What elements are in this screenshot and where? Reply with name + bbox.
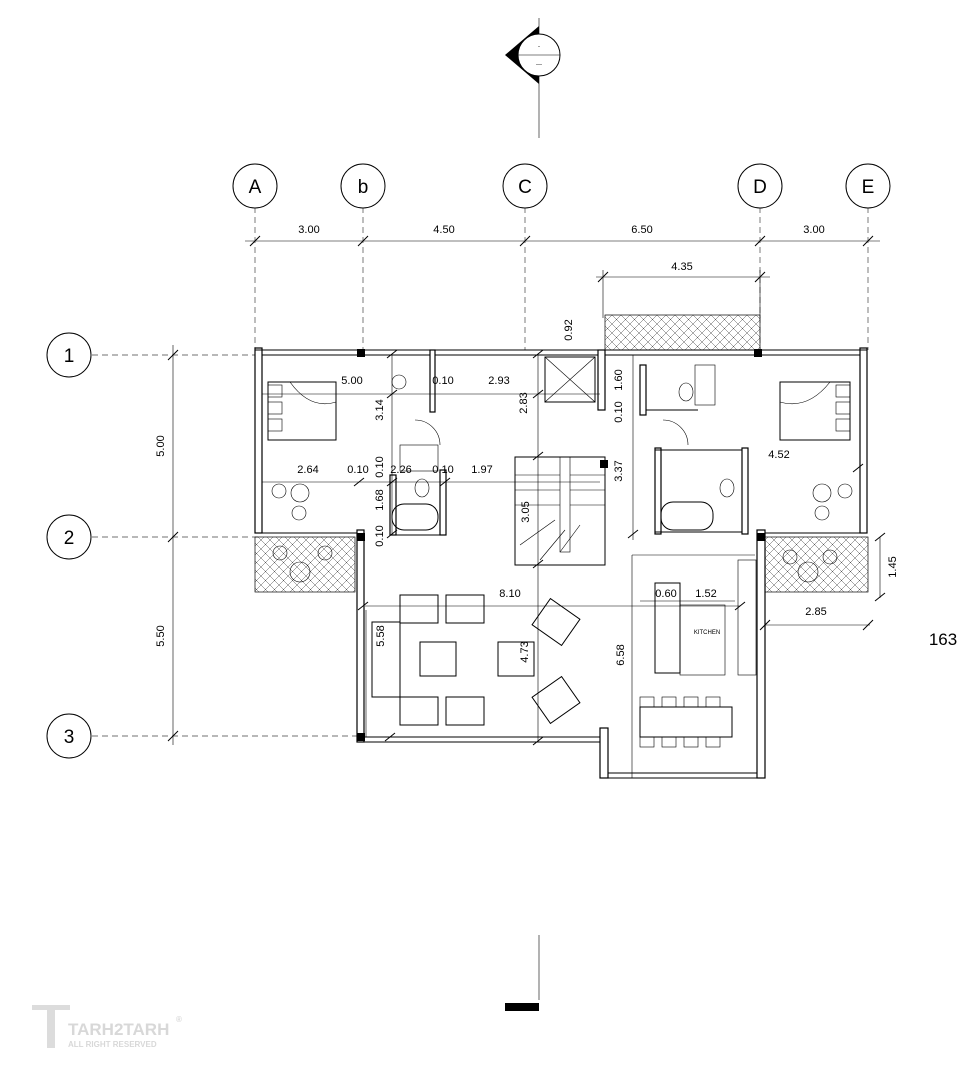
watermark-rights: ALL RIGHT RESERVED [68, 1040, 157, 1049]
column-grid-bubbles: A b C D E [232, 163, 891, 209]
left-dimension-chain: 5.00 5.50 [155, 345, 179, 745]
dimension-1-45: 1.45 [887, 556, 899, 577]
dimension-2-64: 2.64 [297, 464, 318, 476]
dimension-4-73: 4.73 [519, 641, 531, 662]
row-grid-bubbles: 1 2 3 [46, 332, 92, 759]
section-mark-bottom [505, 935, 540, 1011]
row-grid-lines [92, 354, 362, 737]
dimension-6-58: 6.58 [615, 644, 627, 665]
grid-label-c: C [518, 177, 532, 198]
grid-bubble-c: C [502, 163, 548, 209]
watermark-logo: TARH2TARH ® ALL RIGHT RESERVED [32, 1005, 182, 1049]
grid-bubble-1: 1 [46, 332, 92, 378]
dimension-1-52: 1.52 [695, 588, 716, 600]
grid-label-1: 1 [64, 346, 75, 367]
dimension-3-14: 3.14 [374, 399, 386, 420]
column-grid-lines [254, 207, 869, 350]
dimension-0-10-c: 0.10 [347, 464, 368, 476]
furniture [267, 364, 853, 778]
grid-label-d: D [753, 177, 767, 198]
watermark-brand: TARH2TARH [68, 1020, 169, 1039]
kitchen-label: KITCHEN [694, 630, 720, 636]
dimension-top-de: 3.00 [803, 224, 824, 236]
dimension-0-10-a: 0.10 [432, 375, 453, 387]
dimension-0-92: 0.92 [563, 319, 575, 340]
dimension-4-35: 4.35 [596, 261, 770, 318]
dimension-left-1-2: 5.00 [155, 435, 167, 456]
grid-bubble-2: 2 [46, 514, 92, 560]
dimension-5-00: 5.00 [341, 375, 362, 387]
dimension-1-97: 1.97 [471, 464, 492, 476]
north-marker-top-text: - [538, 44, 540, 50]
dimension-3-05: 3.05 [520, 501, 532, 522]
north-marker-bottom-text: --- [536, 62, 542, 68]
dimension-top-cd: 6.50 [631, 224, 652, 236]
grid-label-a: A [249, 177, 262, 198]
grid-label-3: 3 [64, 727, 75, 748]
grid-label-b: b [358, 177, 369, 198]
dimension-0-10-d: 0.10 [374, 456, 386, 477]
dimension-top-bc: 4.50 [433, 224, 454, 236]
dimension-2-85: 2.85 [805, 606, 826, 618]
dimension-5-58: 5.58 [375, 625, 387, 646]
grid-bubble-e: E [845, 163, 891, 209]
interior-dimension-labels: 0.92 5.00 0.10 2.93 3.14 2.83 1.60 0.10 … [297, 319, 899, 665]
interior-walls [389, 349, 749, 536]
dimension-1-68: 1.68 [374, 489, 386, 510]
dimension-0-10-b: 0.10 [613, 401, 625, 422]
dimension-4-52: 4.52 [768, 449, 789, 461]
dimension-4-35-label: 4.35 [671, 261, 692, 273]
watermark-registered: ® [176, 1015, 182, 1024]
dimension-8-10: 8.10 [499, 588, 520, 600]
dimension-3-37: 3.37 [613, 460, 625, 481]
dimension-0-10-f: 0.10 [374, 525, 386, 546]
dimension-left-2-3: 5.50 [155, 625, 167, 646]
dimension-0-60: 0.60 [655, 588, 676, 600]
grid-label-2: 2 [64, 528, 75, 549]
stair [514, 456, 606, 566]
grid-bubble-a: A [232, 163, 278, 209]
page-number: 163 [929, 630, 957, 649]
exterior-walls [254, 347, 868, 779]
grid-bubble-3: 3 [46, 713, 92, 759]
grid-bubble-b: b [340, 163, 386, 209]
grid-bubble-d: D [737, 163, 783, 209]
elevator-shaft [544, 356, 596, 403]
north-marker: - --- [505, 18, 561, 138]
dimension-2-83: 2.83 [518, 392, 530, 413]
dimension-1-60: 1.60 [613, 369, 625, 390]
balconies [254, 314, 869, 593]
dimension-2-93: 2.93 [488, 375, 509, 387]
top-dimension-chain: 3.00 4.50 6.50 3.00 [245, 224, 880, 247]
dimension-top-ab: 3.00 [298, 224, 319, 236]
dimension-0-10-e: 0.10 [432, 464, 453, 476]
grid-label-e: E [862, 177, 875, 198]
interior-dimension-lines [262, 349, 886, 746]
dimension-2-26: 2.26 [390, 464, 411, 476]
